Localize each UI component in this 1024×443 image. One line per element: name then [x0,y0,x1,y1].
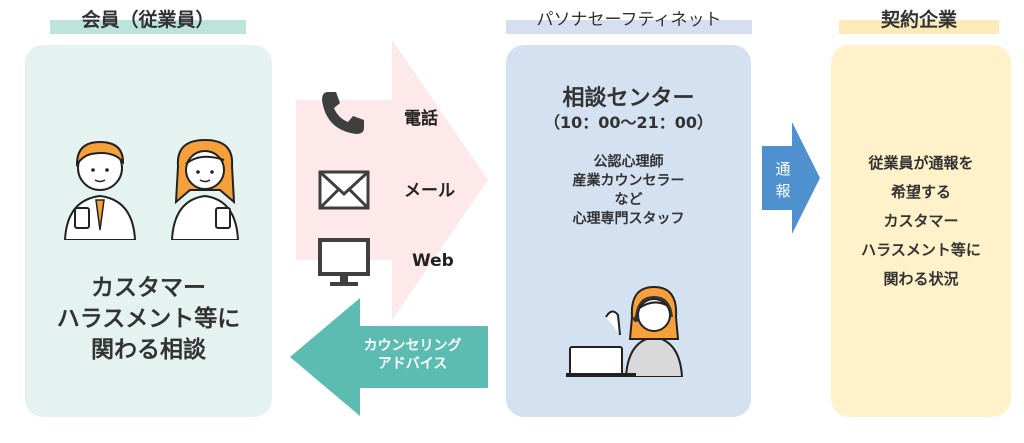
counseling-arrow [290,298,488,416]
member-line-3: 関わる相談 [91,337,206,363]
center-hours: （10：00〜21：00） [543,113,714,132]
staff-line-1: 公認心理師 [593,154,664,170]
provider-header: パソナセーフティネット [506,10,752,34]
company-line-3: カスタマー [883,212,959,230]
company-panel: 従業員が通報を 希望する カスタマー ハラスメント等に 関わる状況 [831,45,1011,417]
report-line-1: 通 [775,160,791,178]
company-header: 契約企業 [839,9,999,34]
company-line-5: 関わる状況 [883,270,959,288]
company-line-4: ハラスメント等に [861,241,981,259]
counseling-line-2: アドバイス [377,356,448,372]
counseling-line-1: カウンセリング [363,338,462,354]
member-panel: カスタマー ハラスメント等に 関わる相談 [25,45,272,417]
counselor-illustration [566,285,684,377]
provider-header-text: パソナセーフティネット [536,10,722,30]
mail-icon [318,170,370,210]
female-employee-illustration [170,138,240,240]
channel-web-label: Web [412,251,454,271]
monitor-icon [318,238,370,286]
report-arrow [762,122,820,234]
counseling-arrow-text: カウンセリング アドバイス [345,337,480,373]
member-line-2: ハラスメント等に [56,306,241,332]
member-line-1: カスタマー [91,275,206,301]
member-header-text: 会員（従業員） [81,9,215,31]
report-arrow-text: 通 報 [766,158,800,202]
center-panel: 相談センター （10：00〜21：00） 公認心理師 産業カウンセラー など 心… [506,45,751,417]
phone-icon [322,92,364,134]
company-header-text: 契約企業 [880,9,957,31]
staff-line-3: など [614,192,643,208]
report-line-2: 報 [775,182,791,200]
channel-phone-label: 電話 [404,109,438,129]
center-title: 相談センター [562,86,695,111]
member-header: 会員（従業員） [50,9,246,34]
company-line-1: 従業員が通報を [868,154,974,172]
male-employee-illustration [63,140,137,240]
channel-mail-label: メール [404,181,455,201]
staff-line-2: 産業カウンセラー [572,173,685,189]
staff-line-4: 心理専門スタッフ [572,211,685,227]
company-line-2: 希望する [890,183,951,201]
